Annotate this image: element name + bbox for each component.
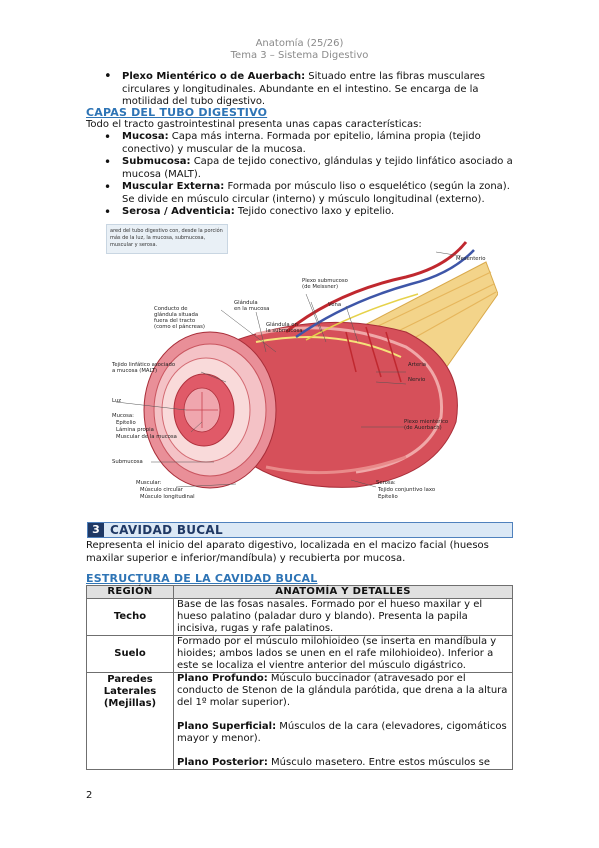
plano-term: Plano Profundo: bbox=[177, 673, 268, 684]
bullet-dot: • bbox=[104, 205, 112, 219]
label-tejido-linfatico: Tejido linfático asociado bbox=[112, 362, 176, 368]
figure-caption-box: ared del tubo digestivo con, desde la po… bbox=[106, 224, 228, 254]
layer-term: Submucosa: bbox=[122, 156, 191, 167]
label-mesenterio: Mesenterio bbox=[456, 256, 486, 262]
label-lamina-propia: Lámina propia bbox=[116, 427, 154, 433]
region-cell: Paredes Laterales (Mejillas) bbox=[86, 672, 174, 770]
label-plexo-submucoso-2: (de Meissner) bbox=[302, 284, 339, 290]
column-header-anatomia: ANATOMÍA Y DETALLES bbox=[173, 585, 513, 599]
label-glandula-submucosa-2: la submucosa bbox=[266, 328, 303, 334]
bullet-dot: • bbox=[104, 155, 112, 169]
spacer bbox=[177, 709, 509, 721]
label-conducto-2: glándula situada bbox=[154, 312, 199, 318]
bullet-dot: • bbox=[104, 180, 112, 194]
anatomy-cell: Plano Profundo: Músculo buccinador (atra… bbox=[173, 672, 513, 770]
anatomy-cell: Base de las fosas nasales. Formado por e… bbox=[173, 598, 513, 636]
layer-text: Capa de tejido conectivo, glándulas y te… bbox=[122, 156, 513, 180]
region-line: (Mejillas) bbox=[103, 698, 157, 709]
table-row: Paredes Laterales (Mejillas) Plano Profu… bbox=[86, 672, 513, 770]
plano-term: Plano Superficial: bbox=[177, 721, 277, 732]
layer-term: Mucosa: bbox=[122, 131, 169, 142]
tube-illustration bbox=[115, 241, 498, 489]
region-line: Laterales bbox=[103, 686, 157, 697]
bullet-dot: • bbox=[104, 69, 112, 84]
label-plexo-submucoso: Plexo submucoso bbox=[302, 278, 348, 284]
spacer bbox=[177, 745, 509, 757]
column-header-region: REGIÓN bbox=[86, 585, 174, 599]
label-arteria: Arteria bbox=[408, 362, 427, 368]
anatomy-cell: Formado por el músculo milohioideo (se i… bbox=[173, 635, 513, 673]
region-cell: Techo bbox=[86, 598, 174, 636]
page-number: 2 bbox=[86, 790, 93, 801]
cavidad-intro: Representa el inicio del aparato digesti… bbox=[86, 540, 489, 564]
label-musculo-longitudinal: Músculo longitudinal bbox=[140, 494, 195, 500]
header-course: Anatomía (25/26) bbox=[255, 38, 344, 49]
label-tejido-conjuntivo: Tejido conjuntivo laxo bbox=[378, 487, 436, 493]
label-glandula-submucosa: Glándula en bbox=[266, 322, 298, 328]
label-conducto-4: (como el páncreas) bbox=[154, 324, 205, 330]
label-luz: Luz bbox=[112, 398, 121, 404]
table-row: Suelo Formado por el músculo milohioideo… bbox=[86, 635, 513, 673]
label-musculo-circular: Músculo circular bbox=[140, 487, 183, 493]
label-serosa: Serosa: bbox=[376, 480, 396, 486]
estructura-table: REGIÓN ANATOMÍA Y DETALLES Techo Base de… bbox=[86, 585, 513, 770]
plano-term: Plano Posterior: bbox=[177, 757, 268, 768]
plano-profundo: Plano Profundo: Músculo buccinador (atra… bbox=[177, 673, 509, 709]
capas-list: • Mucosa: Capa más interna. Formada por … bbox=[104, 131, 524, 219]
region-cell: Suelo bbox=[86, 635, 174, 673]
plano-text: Músculos de la cara (elevadores, cigomát… bbox=[177, 721, 507, 744]
table-header-row: REGIÓN ANATOMÍA Y DETALLES bbox=[86, 585, 513, 599]
header-topic: Tema 3 – Sistema Digestivo bbox=[230, 50, 369, 61]
list-item: • Muscular Externa: Formada por músculo … bbox=[104, 181, 524, 206]
plexo-paragraph: Plexo Mientérico o de Auerbach: Situado … bbox=[122, 71, 522, 109]
capas-title: CAPAS DEL TUBO DIGESTIVO bbox=[86, 106, 268, 119]
label-muscular-mucosa: Muscular de la mucosa bbox=[116, 434, 177, 440]
list-item: • Mucosa: Capa más interna. Formada por … bbox=[104, 131, 524, 156]
label-plexo-mienterico: Plexo mientérico bbox=[404, 419, 449, 425]
section-number: 3 bbox=[88, 523, 104, 537]
digestive-tube-figure: ared del tubo digestivo con, desde la po… bbox=[106, 222, 498, 512]
label-tejido-linfatico-2: a mucosa (MALT) bbox=[112, 368, 158, 374]
figure-caption: ared del tubo digestivo con, desde la po… bbox=[110, 228, 223, 248]
layer-text: Formada por músculo liso o esquelético (… bbox=[122, 181, 510, 205]
section-title: CAVIDAD BUCAL bbox=[110, 523, 223, 537]
estructura-title: ESTRUCTURA DE LA CAVIDAD BUCAL bbox=[86, 572, 318, 585]
label-vena: Vena bbox=[328, 302, 342, 308]
list-item: • Submucosa: Capa de tejido conectivo, g… bbox=[104, 156, 524, 181]
layer-term: Serosa / Adventicia: bbox=[122, 206, 235, 217]
section-heading-cavidad: 3 CAVIDAD BUCAL bbox=[87, 522, 513, 538]
label-glandula: Glándula bbox=[234, 300, 258, 306]
plexo-text: Situado entre las fibras musculares circ… bbox=[122, 71, 485, 107]
label-nervio: Nervio bbox=[408, 377, 426, 383]
table-row: Techo Base de las fosas nasales. Formado… bbox=[86, 598, 513, 636]
plano-text: Músculo masetero. Entre estos músculos s… bbox=[267, 757, 490, 768]
list-item: • Serosa / Adventicia: Tejido conectivo … bbox=[104, 206, 524, 219]
plano-posterior: Plano Posterior: Músculo masetero. Entre… bbox=[177, 757, 509, 769]
bullet-dot: • bbox=[104, 130, 112, 144]
capas-intro: Todo el tracto gastrointestinal presenta… bbox=[86, 119, 422, 130]
plexo-term: Plexo Mientérico o de Auerbach: bbox=[122, 71, 306, 82]
region-line: Paredes bbox=[107, 674, 153, 685]
layer-text: Tejido conectivo laxo y epitelio. bbox=[234, 206, 395, 217]
label-conducto-3: fuera del tracto bbox=[154, 318, 196, 324]
label-conducto: Conducto de bbox=[154, 306, 188, 312]
plano-superficial: Plano Superficial: Músculos de la cara (… bbox=[177, 721, 509, 745]
label-plexo-mienterico-2: (de Auerbach) bbox=[404, 425, 442, 431]
label-epitelio: Epitelio bbox=[116, 420, 136, 426]
layer-term: Muscular Externa: bbox=[122, 181, 225, 192]
label-epitelio-serosa: Epitelio bbox=[378, 494, 398, 500]
plano-text: Músculo buccinador (atravesado por el co… bbox=[177, 673, 508, 708]
label-submucosa: Submucosa bbox=[112, 459, 143, 465]
label-mucosa: Mucosa: bbox=[112, 413, 134, 419]
layer-text: Capa más interna. Formada por epitelio, … bbox=[122, 131, 481, 155]
label-muscular: Muscular: bbox=[136, 480, 162, 486]
label-glandula-2: en la mucosa bbox=[234, 306, 270, 312]
